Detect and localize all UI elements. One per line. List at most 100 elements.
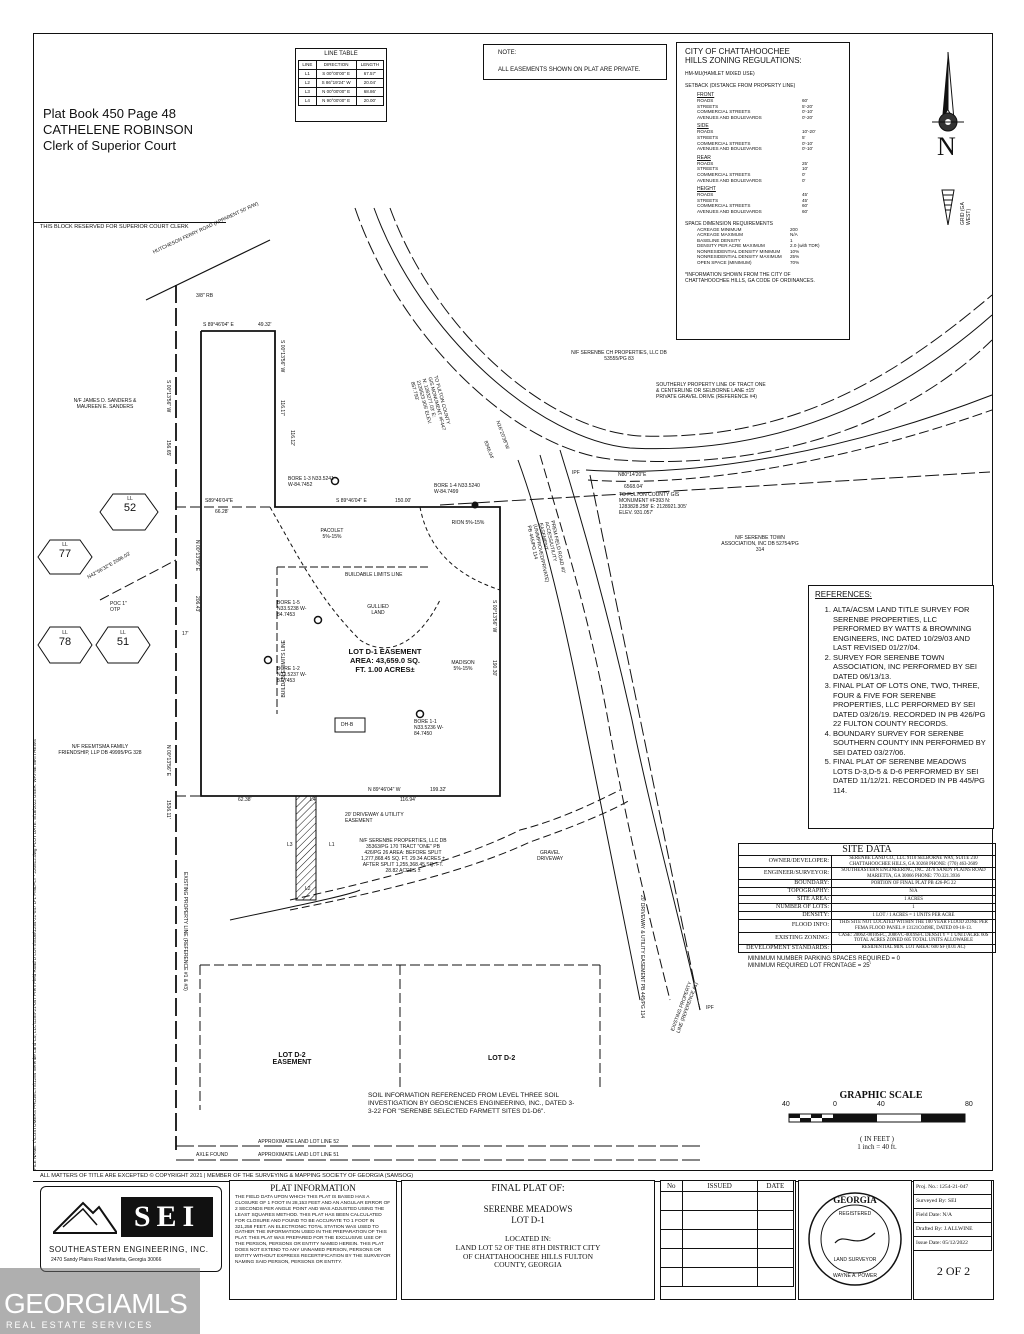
setback-row-value: 0'-10': [802, 146, 813, 152]
plat-info-text: THE FIELD DATA UPON WHICH THIS PLAT IS B…: [235, 1195, 391, 1265]
project-info-row: Surveyed By: SEI: [913, 1194, 992, 1209]
label-east-tie-dist: 6568.04': [624, 484, 644, 490]
revision-header: No: [660, 1180, 683, 1192]
scale-bar: [788, 1113, 966, 1123]
ll-52-hex: LL 52: [108, 496, 152, 514]
revision-header: ISSUED: [681, 1180, 758, 1192]
setback-row-label: STREETS: [697, 134, 719, 140]
label-east-seg-dist2: 116.12': [289, 430, 295, 446]
site-data-row: OWNER/DEVELOPER:SERENBE LAND CO., LLC 91…: [738, 854, 996, 869]
space-row: DENSITY PER ACRE MAXIMUM 2.0 (with TDR): [697, 243, 841, 249]
label-ipf2: IPF: [706, 1005, 714, 1011]
site-data-value: SERENBE LAND CO., LLC 9110 SELBORNE WAY,…: [831, 854, 996, 869]
setback-section-label: REAR: [697, 154, 711, 161]
sei-logo: [121, 1197, 213, 1237]
seal-box: GEORGIA REGISTERED LAND SURVEYOR WAYNE A…: [798, 1180, 912, 1300]
space-row-label: DENSITY PER ACRE MAXIMUM: [697, 243, 765, 249]
space-row-label: ACREAGE MAXIMUM: [697, 232, 743, 238]
site-data-value: N/A: [831, 887, 996, 897]
label-mid-dist: 150.00': [395, 498, 412, 504]
site-data-row: FLOOD INFO:THIS SITE NOT LOCATED WITHIN …: [738, 919, 996, 933]
site-data-note: MINIMUM REQUIRED LOT FRONTAGE = 25': [748, 962, 871, 969]
space-row-value: 2.0 (with TDR): [790, 243, 820, 249]
label-ll51-line: APPROXIMATE LAND LOT LINE 51: [258, 1152, 339, 1158]
revision-cell: [660, 1210, 683, 1230]
line-table-title: LINE TABLE: [324, 51, 358, 57]
revision-row: [660, 1267, 795, 1287]
label-buildable-top: BUILDABLE LIMITS LINE: [345, 572, 403, 578]
label-driveway-ease: 20' DRIVEWAY & UTILITY EASEMENT: [345, 812, 404, 824]
site-data-label: EXISTING ZONING:: [738, 931, 832, 945]
label-east-seg-bearing: S 00°13'56" W: [279, 340, 285, 373]
label-existing-line: EXISTING PROPERTY LINE (REFERENCE #1 & #…: [182, 872, 188, 991]
revision-cell: [660, 1191, 683, 1211]
setback-section-label: SIDE: [697, 123, 709, 130]
site-data-value: 1: [831, 903, 996, 913]
revision-cell: [756, 1210, 795, 1230]
setback-section-label: FRONT: [697, 92, 715, 98]
ll-52-number: 52: [123, 502, 137, 514]
label-top-bearing: S 89°46'04" E: [203, 322, 234, 328]
site-data-value: 1 ACRES: [831, 895, 996, 905]
label-l4: L4: [310, 797, 316, 803]
setback-row-value: 5'-20': [802, 103, 813, 109]
project-info-label: Field Date:: [916, 1212, 943, 1218]
setback-row-value: 60': [802, 208, 808, 214]
setback-row-value: 0': [802, 171, 806, 177]
space-title: SPACE DIMENSION REQUIREMENTS: [685, 220, 773, 227]
project-info-label: Issue Date:: [916, 1240, 943, 1246]
scale-tick-label: 0: [833, 1101, 837, 1108]
space-row-value: 70%: [790, 260, 800, 266]
surveyor-seal-icon: [808, 1192, 902, 1286]
label-left-bearing: S89°46'04"E: [205, 498, 234, 504]
label-bore13: BORE 1-3 N33.5241 W-84.7452: [288, 476, 334, 488]
site-data-row: BOUNDARY:PORTION OF FINAL PLAT PB 426-PG…: [738, 879, 996, 889]
dh-b-box: [334, 717, 366, 733]
project-info-value: SEI: [948, 1198, 957, 1204]
setback-row-label: STREETS: [697, 103, 719, 109]
site-data: SITE DATA OWNER/DEVELOPER:SERENBE LAND C…: [738, 843, 996, 970]
setback-row-value: 10'-20': [802, 129, 816, 135]
line-table-cell: 20.00': [355, 96, 385, 106]
site-data-title: SITE DATA: [738, 843, 996, 855]
project-info-value: J.ALLWINE: [943, 1226, 973, 1232]
site-data-label: DENSITY:: [738, 911, 832, 921]
mls-brand: GEORGIAMLS: [4, 1288, 188, 1319]
site-data-table: OWNER/DEVELOPER:SERENBE LAND CO., LLC 91…: [738, 854, 996, 953]
label-southerly: SOUTHERLY PROPERTY LINE OF TRACT ONE & C…: [656, 382, 766, 400]
note-text: ALL EASEMENTS SHOWN ON PLAT ARE PRIVATE.: [498, 67, 641, 73]
project-info-row: Issue Date: 05/12/2022: [913, 1236, 992, 1251]
site-data-row: TOPOGRAPHY:N/A: [738, 887, 996, 897]
zoning-district: HM-MU(HAMLET MIXED USE): [685, 71, 755, 77]
site-data-notes: MINIMUM NUMBER PARKING SPACES REQUIRED =…: [748, 956, 996, 970]
revision-row: [660, 1191, 795, 1211]
revision-row: [660, 1248, 795, 1268]
site-data-value: PORTION OF FINAL PLAT PB 426-PG 22: [831, 879, 996, 889]
site-data-label: OWNER/DEVELOPER:: [738, 854, 832, 869]
note-title: NOTE:: [498, 50, 517, 56]
references-box: REFERENCES: ALTA/ACSM LAND TITLE SURVEY …: [808, 585, 994, 829]
scale-tick-label: 40: [782, 1101, 790, 1108]
setback-row-value: 0'-10': [802, 140, 813, 146]
mls-watermark: GEORGIAMLS REAL ESTATE SERVICES: [0, 1268, 200, 1334]
setback-row-label: AVENUES AND BOULEVARDS: [697, 114, 762, 120]
space-row: OPEN SPACE (MINIMUM)70%: [697, 260, 841, 266]
site-data-label: DEVELOPMENT STANDARDS:: [738, 943, 832, 953]
project-info-value: 05/12/2022: [942, 1240, 968, 1246]
setback-row-label: AVENUES AND BOULEVARDS: [697, 208, 762, 214]
label-gravel-drive: GRAVEL DRIVEWAY: [536, 850, 564, 862]
space-row-value: N/A: [790, 232, 798, 238]
setback-row-label: STREETS: [697, 166, 719, 172]
